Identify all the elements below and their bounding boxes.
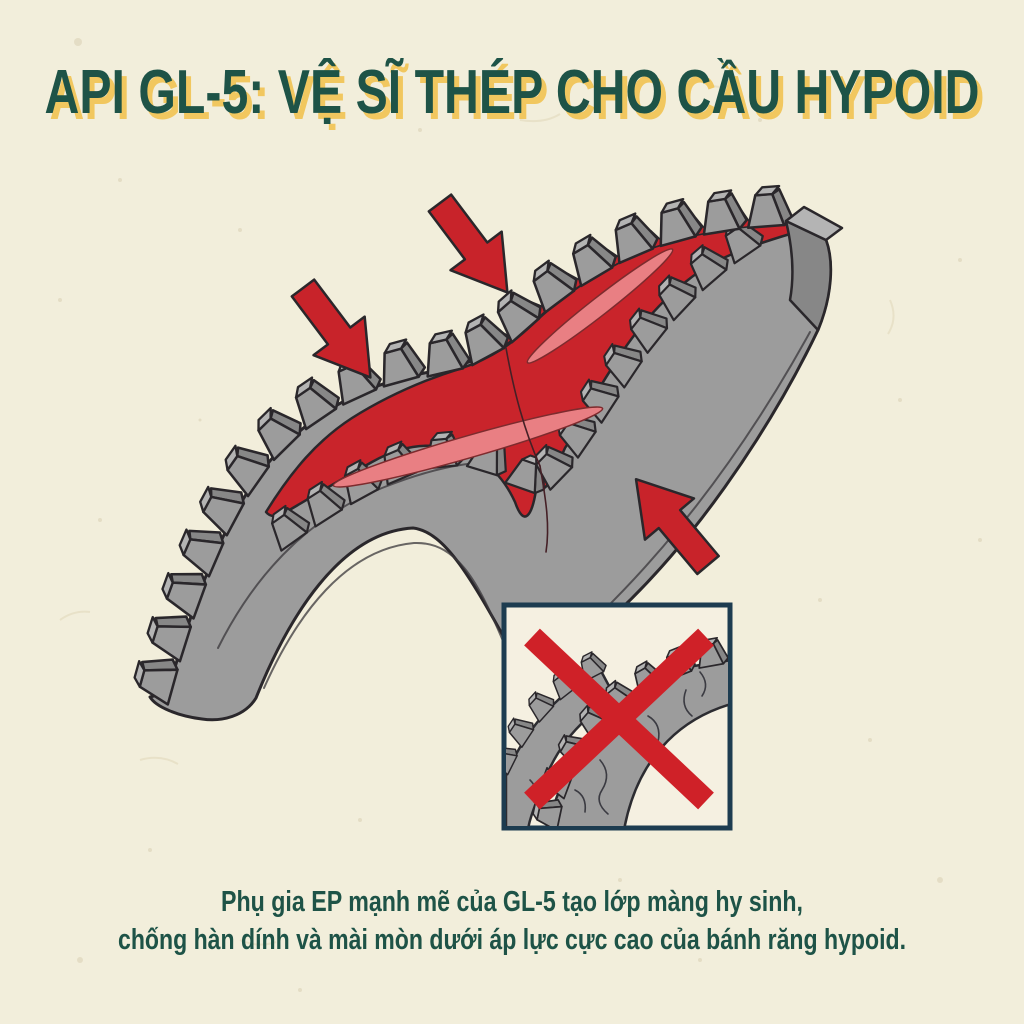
gear-tooth <box>528 691 555 723</box>
gear-tooth <box>603 343 643 389</box>
caption-line-1: Phụ gia EP mạnh mẽ của GL-5 tạo lớp màng… <box>221 886 803 918</box>
gear-tooth <box>146 615 193 663</box>
gear-tooth <box>257 406 302 462</box>
gear-tooth <box>270 504 311 552</box>
paper-speckle <box>238 228 242 232</box>
gear-tooth <box>496 289 542 344</box>
paper-fiber <box>239 939 277 946</box>
paper-speckle <box>358 818 362 822</box>
no-oil-inset <box>501 602 733 831</box>
gear-tooth <box>224 444 271 498</box>
paper-speckle <box>298 988 302 992</box>
paper-speckle <box>978 538 982 542</box>
gear-tooth <box>614 212 659 265</box>
paper-speckle <box>77 957 83 963</box>
title-shadow-text: API GL-5: VỆ SĨ THÉP CHO CẦU HYPOID <box>50 64 985 133</box>
paper-speckle <box>418 128 422 132</box>
gear-tooth <box>161 571 208 620</box>
paper-speckle <box>947 87 953 93</box>
gear-tooth <box>746 184 794 229</box>
paper-speckle <box>118 178 122 182</box>
paper-speckle <box>74 38 82 46</box>
gear-tooth <box>382 338 427 388</box>
gear-tooth <box>659 197 704 248</box>
paper-speckle <box>58 298 62 302</box>
gear-mesh-illustration <box>133 182 844 722</box>
title: API GL-5: VỆ SĨ THÉP CHO CẦU HYPOID API … <box>45 58 985 133</box>
gear-tooth <box>506 746 518 776</box>
paper-speckle <box>148 848 152 852</box>
gear-tooth <box>579 378 620 424</box>
gear-tooth <box>199 485 246 537</box>
gear-tooth <box>658 274 697 322</box>
paper-speckle <box>198 418 202 422</box>
gear-tooth <box>507 717 535 749</box>
prohibition-cross-icon <box>524 628 714 810</box>
gear-end-cap <box>784 205 844 332</box>
paper-texture <box>58 38 982 992</box>
paper-speckle <box>937 877 943 883</box>
gear-tooth <box>426 329 471 378</box>
paper-fiber <box>59 610 91 621</box>
page-title: API GL-5: VỆ SĨ THÉP CHO CẦU HYPOID <box>45 58 980 127</box>
gear-tooth <box>464 313 510 367</box>
paper-speckle <box>98 518 102 522</box>
paper-speckle <box>898 398 902 402</box>
paper-fiber <box>139 756 179 765</box>
paper-fiber <box>519 113 561 123</box>
gear-tooth <box>294 376 340 431</box>
paper-speckle <box>758 118 762 122</box>
paper-speckle <box>618 878 622 882</box>
paper-speckle <box>958 258 962 262</box>
gear-tooth <box>629 307 669 354</box>
gear-tooth <box>178 528 225 578</box>
gear-tooth <box>702 189 748 236</box>
paper-fiber <box>699 79 731 89</box>
paper-speckle <box>698 958 702 962</box>
damaged-gear-illustration <box>506 628 728 826</box>
gear-tooth <box>571 233 617 288</box>
paper-speckle <box>818 598 822 602</box>
gear-tooth <box>689 244 729 292</box>
caption-line-2: chống hàn dính và mài mòn dưới áp lực cự… <box>118 924 906 956</box>
gear-tooth <box>532 259 578 314</box>
gear-tooth <box>306 480 346 528</box>
caption: Phụ gia EP mạnh mẽ của GL-5 tạo lớp màng… <box>118 886 906 956</box>
oil-film-squeeze-lines <box>505 347 549 553</box>
gear-tooth <box>133 658 179 706</box>
paper-speckle <box>868 738 872 742</box>
paper-fiber <box>887 299 895 335</box>
oil-film-highlights <box>332 248 674 488</box>
